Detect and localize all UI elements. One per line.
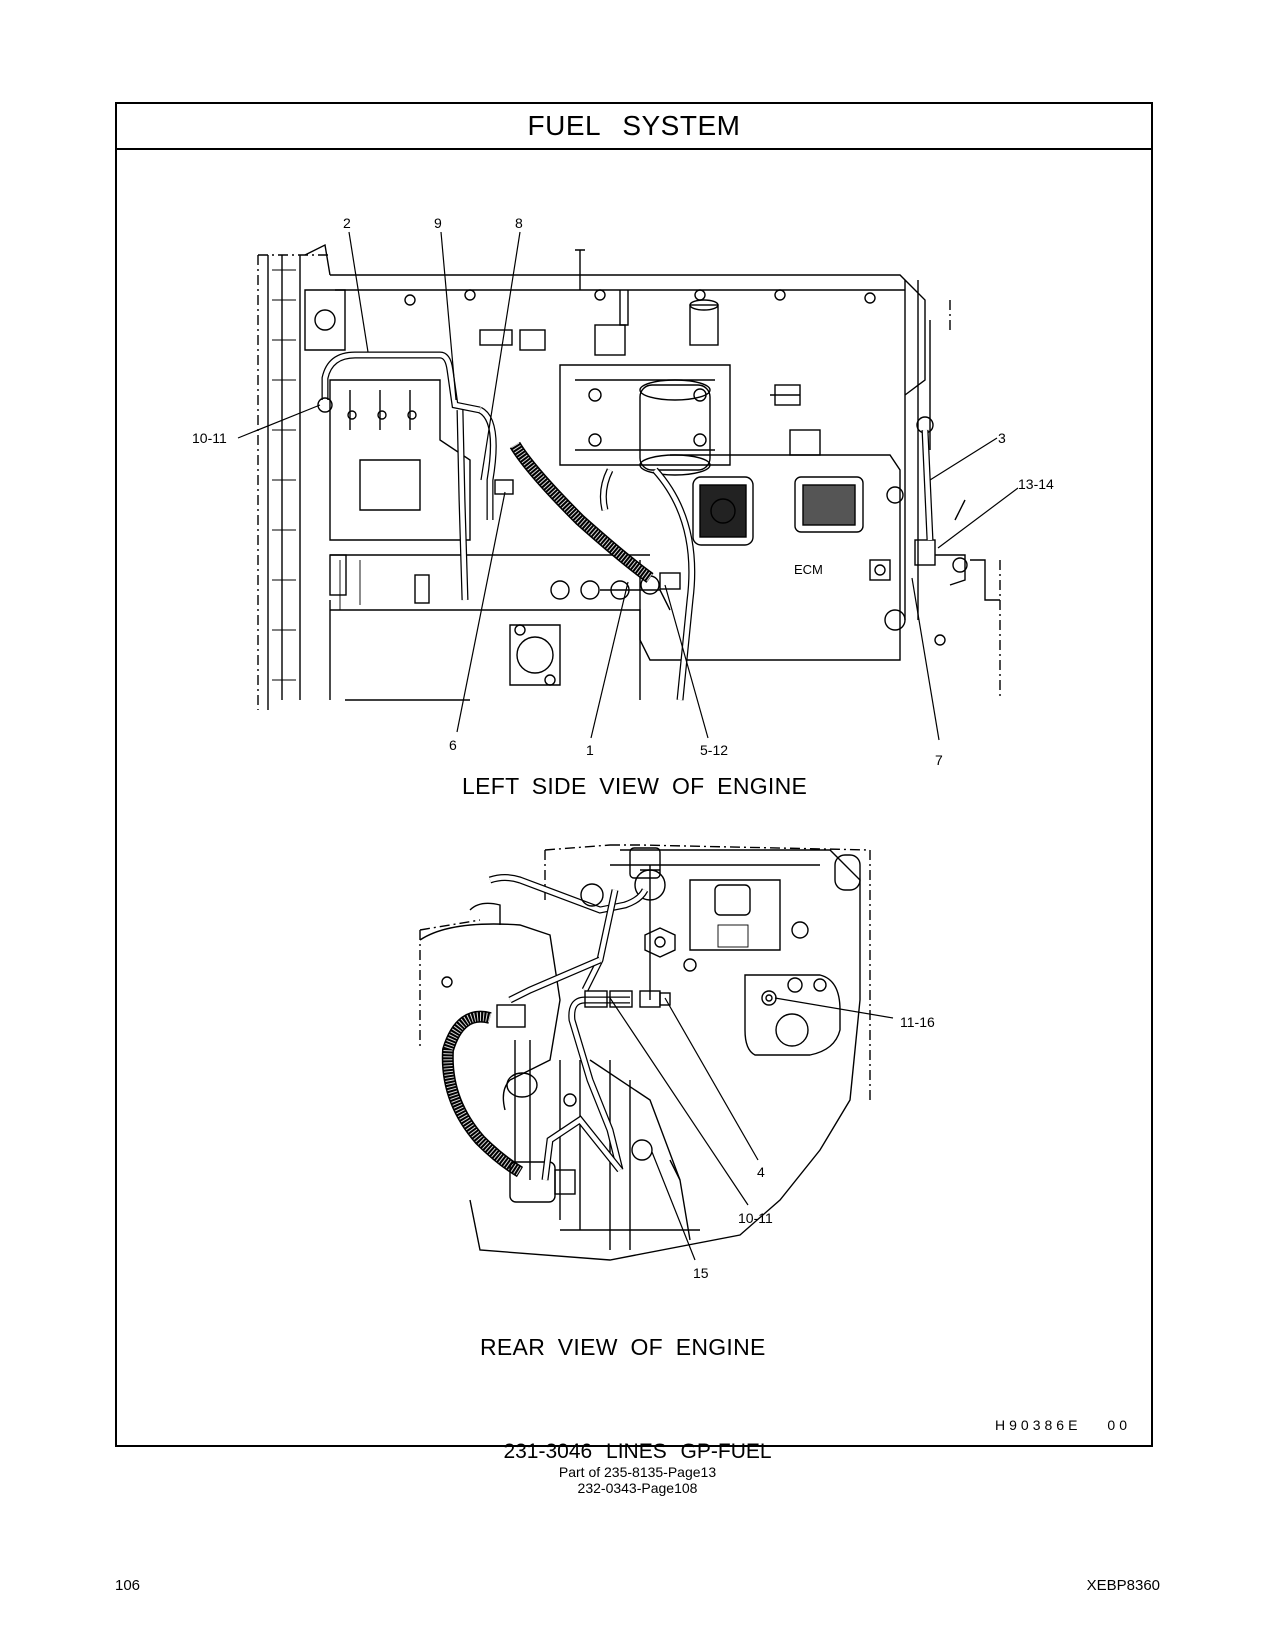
ecm-label: ECM [794,562,823,577]
left-side-engine-drawing [257,243,1001,710]
callout-7: 7 [935,752,943,768]
callout-3: 3 [998,430,1006,446]
part-title: 231-3046 LINES GP-FUEL [503,1440,772,1463]
footer-block: 231-3046 LINES GP-FUEL Part of 235-8135-… [0,1440,1275,1496]
callout-6: 6 [449,737,457,753]
callout-5-12: 5-12 [700,742,729,758]
title-bar: FUEL SYSTEM [117,104,1151,150]
callout-9: 9 [434,215,442,231]
page-reference: 232-0343-Page108 [577,1480,698,1496]
callout-10-11-rear: 10-11 [738,1210,773,1226]
callout-13-14: 13-14 [1018,476,1054,492]
document-id: XEBP8360 [1086,1577,1160,1594]
callout-11-16: 11-16 [900,1014,935,1030]
rear-view-leaders [609,997,894,1261]
callout-15: 15 [693,1265,709,1281]
callout-2: 2 [343,215,351,231]
callout-1: 1 [586,742,594,758]
rear-engine-drawing [419,844,871,1261]
callout-10-11-left: 10-11 [192,430,227,446]
figure-frame: FUEL SYSTEM H90386E 00 [115,102,1153,1447]
rear-view-caption: REAR VIEW OF ENGINE [480,1334,766,1360]
part-of-reference: Part of 235-8135-Page13 [558,1464,717,1480]
page-title: FUEL SYSTEM [527,110,741,141]
drawing-code: H90386E 00 [995,1417,1131,1433]
drawing-code-revision: 00 [1107,1417,1131,1433]
page-number: 106 [115,1577,141,1594]
drawing-code-number: H90386E [995,1417,1082,1433]
callout-4: 4 [757,1164,765,1180]
left-view-caption: LEFT SIDE VIEW OF ENGINE [462,773,808,799]
left-view-leaders [237,231,1019,741]
callout-8: 8 [515,215,523,231]
